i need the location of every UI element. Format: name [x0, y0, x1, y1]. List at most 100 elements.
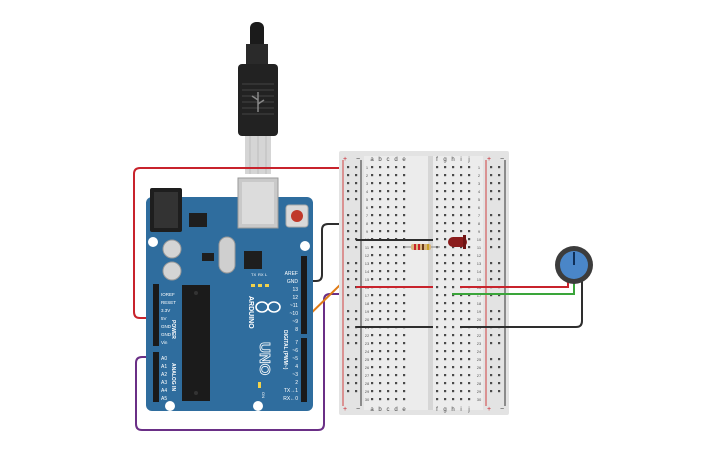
- breadboard-hole[interactable]: [460, 390, 463, 393]
- wire-green-pot[interactable]: [490, 280, 575, 295]
- breadboard-hole[interactable]: [444, 198, 447, 201]
- rail-hole[interactable]: [498, 374, 501, 377]
- rail-hole[interactable]: [490, 182, 493, 185]
- breadboard-hole[interactable]: [387, 174, 390, 177]
- rail-hole[interactable]: [355, 222, 358, 225]
- rail-hole[interactable]: [355, 390, 358, 393]
- breadboard-hole[interactable]: [444, 190, 447, 193]
- breadboard-hole[interactable]: [387, 318, 390, 321]
- breadboard-hole[interactable]: [452, 278, 455, 281]
- rail-hole[interactable]: [490, 230, 493, 233]
- breadboard-hole[interactable]: [460, 230, 463, 233]
- breadboard-hole[interactable]: [436, 398, 439, 401]
- breadboard-hole[interactable]: [387, 222, 390, 225]
- rail-hole[interactable]: [355, 382, 358, 385]
- breadboard-hole[interactable]: [371, 182, 374, 185]
- rail-hole[interactable]: [355, 214, 358, 217]
- rail-hole[interactable]: [347, 390, 350, 393]
- rail-hole[interactable]: [490, 310, 493, 313]
- breadboard-hole[interactable]: [387, 358, 390, 361]
- rail-hole[interactable]: [347, 262, 350, 265]
- breadboard-hole[interactable]: [387, 254, 390, 257]
- breadboard-hole[interactable]: [387, 182, 390, 185]
- breadboard-hole[interactable]: [371, 310, 374, 313]
- breadboard-hole[interactable]: [452, 398, 455, 401]
- rail-hole[interactable]: [490, 334, 493, 337]
- breadboard-hole[interactable]: [371, 190, 374, 193]
- breadboard-hole[interactable]: [436, 262, 439, 265]
- breadboard-hole[interactable]: [468, 222, 471, 225]
- breadboard-hole[interactable]: [387, 334, 390, 337]
- breadboard-hole[interactable]: [387, 166, 390, 169]
- breadboard-hole[interactable]: [436, 342, 439, 345]
- rail-hole[interactable]: [355, 246, 358, 249]
- breadboard-hole[interactable]: [379, 278, 382, 281]
- breadboard-hole[interactable]: [444, 382, 447, 385]
- breadboard-hole[interactable]: [468, 270, 471, 273]
- breadboard-hole[interactable]: [460, 318, 463, 321]
- breadboard-hole[interactable]: [452, 246, 455, 249]
- breadboard-hole[interactable]: [444, 166, 447, 169]
- breadboard-hole[interactable]: [444, 182, 447, 185]
- breadboard-hole[interactable]: [468, 246, 471, 249]
- breadboard-hole[interactable]: [436, 390, 439, 393]
- breadboard-hole[interactable]: [371, 374, 374, 377]
- breadboard-hole[interactable]: [468, 174, 471, 177]
- breadboard-hole[interactable]: [436, 286, 439, 289]
- rail-hole[interactable]: [355, 278, 358, 281]
- breadboard-hole[interactable]: [436, 382, 439, 385]
- breadboard-hole[interactable]: [468, 366, 471, 369]
- breadboard-hole[interactable]: [395, 230, 398, 233]
- breadboard-hole[interactable]: [436, 358, 439, 361]
- rail-hole[interactable]: [498, 238, 501, 241]
- rail-hole[interactable]: [498, 222, 501, 225]
- breadboard-hole[interactable]: [444, 334, 447, 337]
- breadboard-hole[interactable]: [436, 294, 439, 297]
- breadboard-hole[interactable]: [452, 334, 455, 337]
- breadboard-hole[interactable]: [395, 254, 398, 257]
- breadboard-hole[interactable]: [395, 270, 398, 273]
- breadboard-hole[interactable]: [460, 358, 463, 361]
- breadboard-hole[interactable]: [460, 182, 463, 185]
- wire-dark-pot[interactable]: [500, 280, 583, 328]
- rail-hole[interactable]: [490, 190, 493, 193]
- breadboard-hole[interactable]: [452, 174, 455, 177]
- breadboard-hole[interactable]: [395, 310, 398, 313]
- breadboard-hole[interactable]: [371, 198, 374, 201]
- breadboard-hole[interactable]: [452, 390, 455, 393]
- breadboard-hole[interactable]: [444, 278, 447, 281]
- breadboard-hole[interactable]: [452, 262, 455, 265]
- usb-cable[interactable]: [238, 22, 278, 174]
- rail-hole[interactable]: [498, 294, 501, 297]
- breadboard-hole[interactable]: [452, 254, 455, 257]
- rail-hole[interactable]: [355, 294, 358, 297]
- breadboard-hole[interactable]: [460, 166, 463, 169]
- breadboard-hole[interactable]: [387, 398, 390, 401]
- breadboard-hole[interactable]: [395, 174, 398, 177]
- breadboard-hole[interactable]: [460, 382, 463, 385]
- rail-hole[interactable]: [490, 390, 493, 393]
- breadboard-hole[interactable]: [403, 342, 406, 345]
- breadboard-hole[interactable]: [379, 270, 382, 273]
- rail-hole[interactable]: [498, 166, 501, 169]
- breadboard-hole[interactable]: [444, 366, 447, 369]
- rail-hole[interactable]: [490, 294, 493, 297]
- breadboard-hole[interactable]: [379, 214, 382, 217]
- breadboard-hole[interactable]: [395, 182, 398, 185]
- breadboard-hole[interactable]: [460, 366, 463, 369]
- breadboard-hole[interactable]: [379, 382, 382, 385]
- rail-hole[interactable]: [498, 198, 501, 201]
- breadboard-hole[interactable]: [452, 166, 455, 169]
- breadboard-hole[interactable]: [452, 294, 455, 297]
- breadboard-hole[interactable]: [371, 214, 374, 217]
- breadboard-hole[interactable]: [371, 294, 374, 297]
- breadboard-hole[interactable]: [460, 342, 463, 345]
- breadboard-hole[interactable]: [468, 382, 471, 385]
- rail-hole[interactable]: [347, 230, 350, 233]
- breadboard-hole[interactable]: [452, 350, 455, 353]
- breadboard-hole[interactable]: [468, 350, 471, 353]
- breadboard-hole[interactable]: [436, 374, 439, 377]
- breadboard-hole[interactable]: [379, 206, 382, 209]
- breadboard-hole[interactable]: [403, 358, 406, 361]
- breadboard-hole[interactable]: [403, 350, 406, 353]
